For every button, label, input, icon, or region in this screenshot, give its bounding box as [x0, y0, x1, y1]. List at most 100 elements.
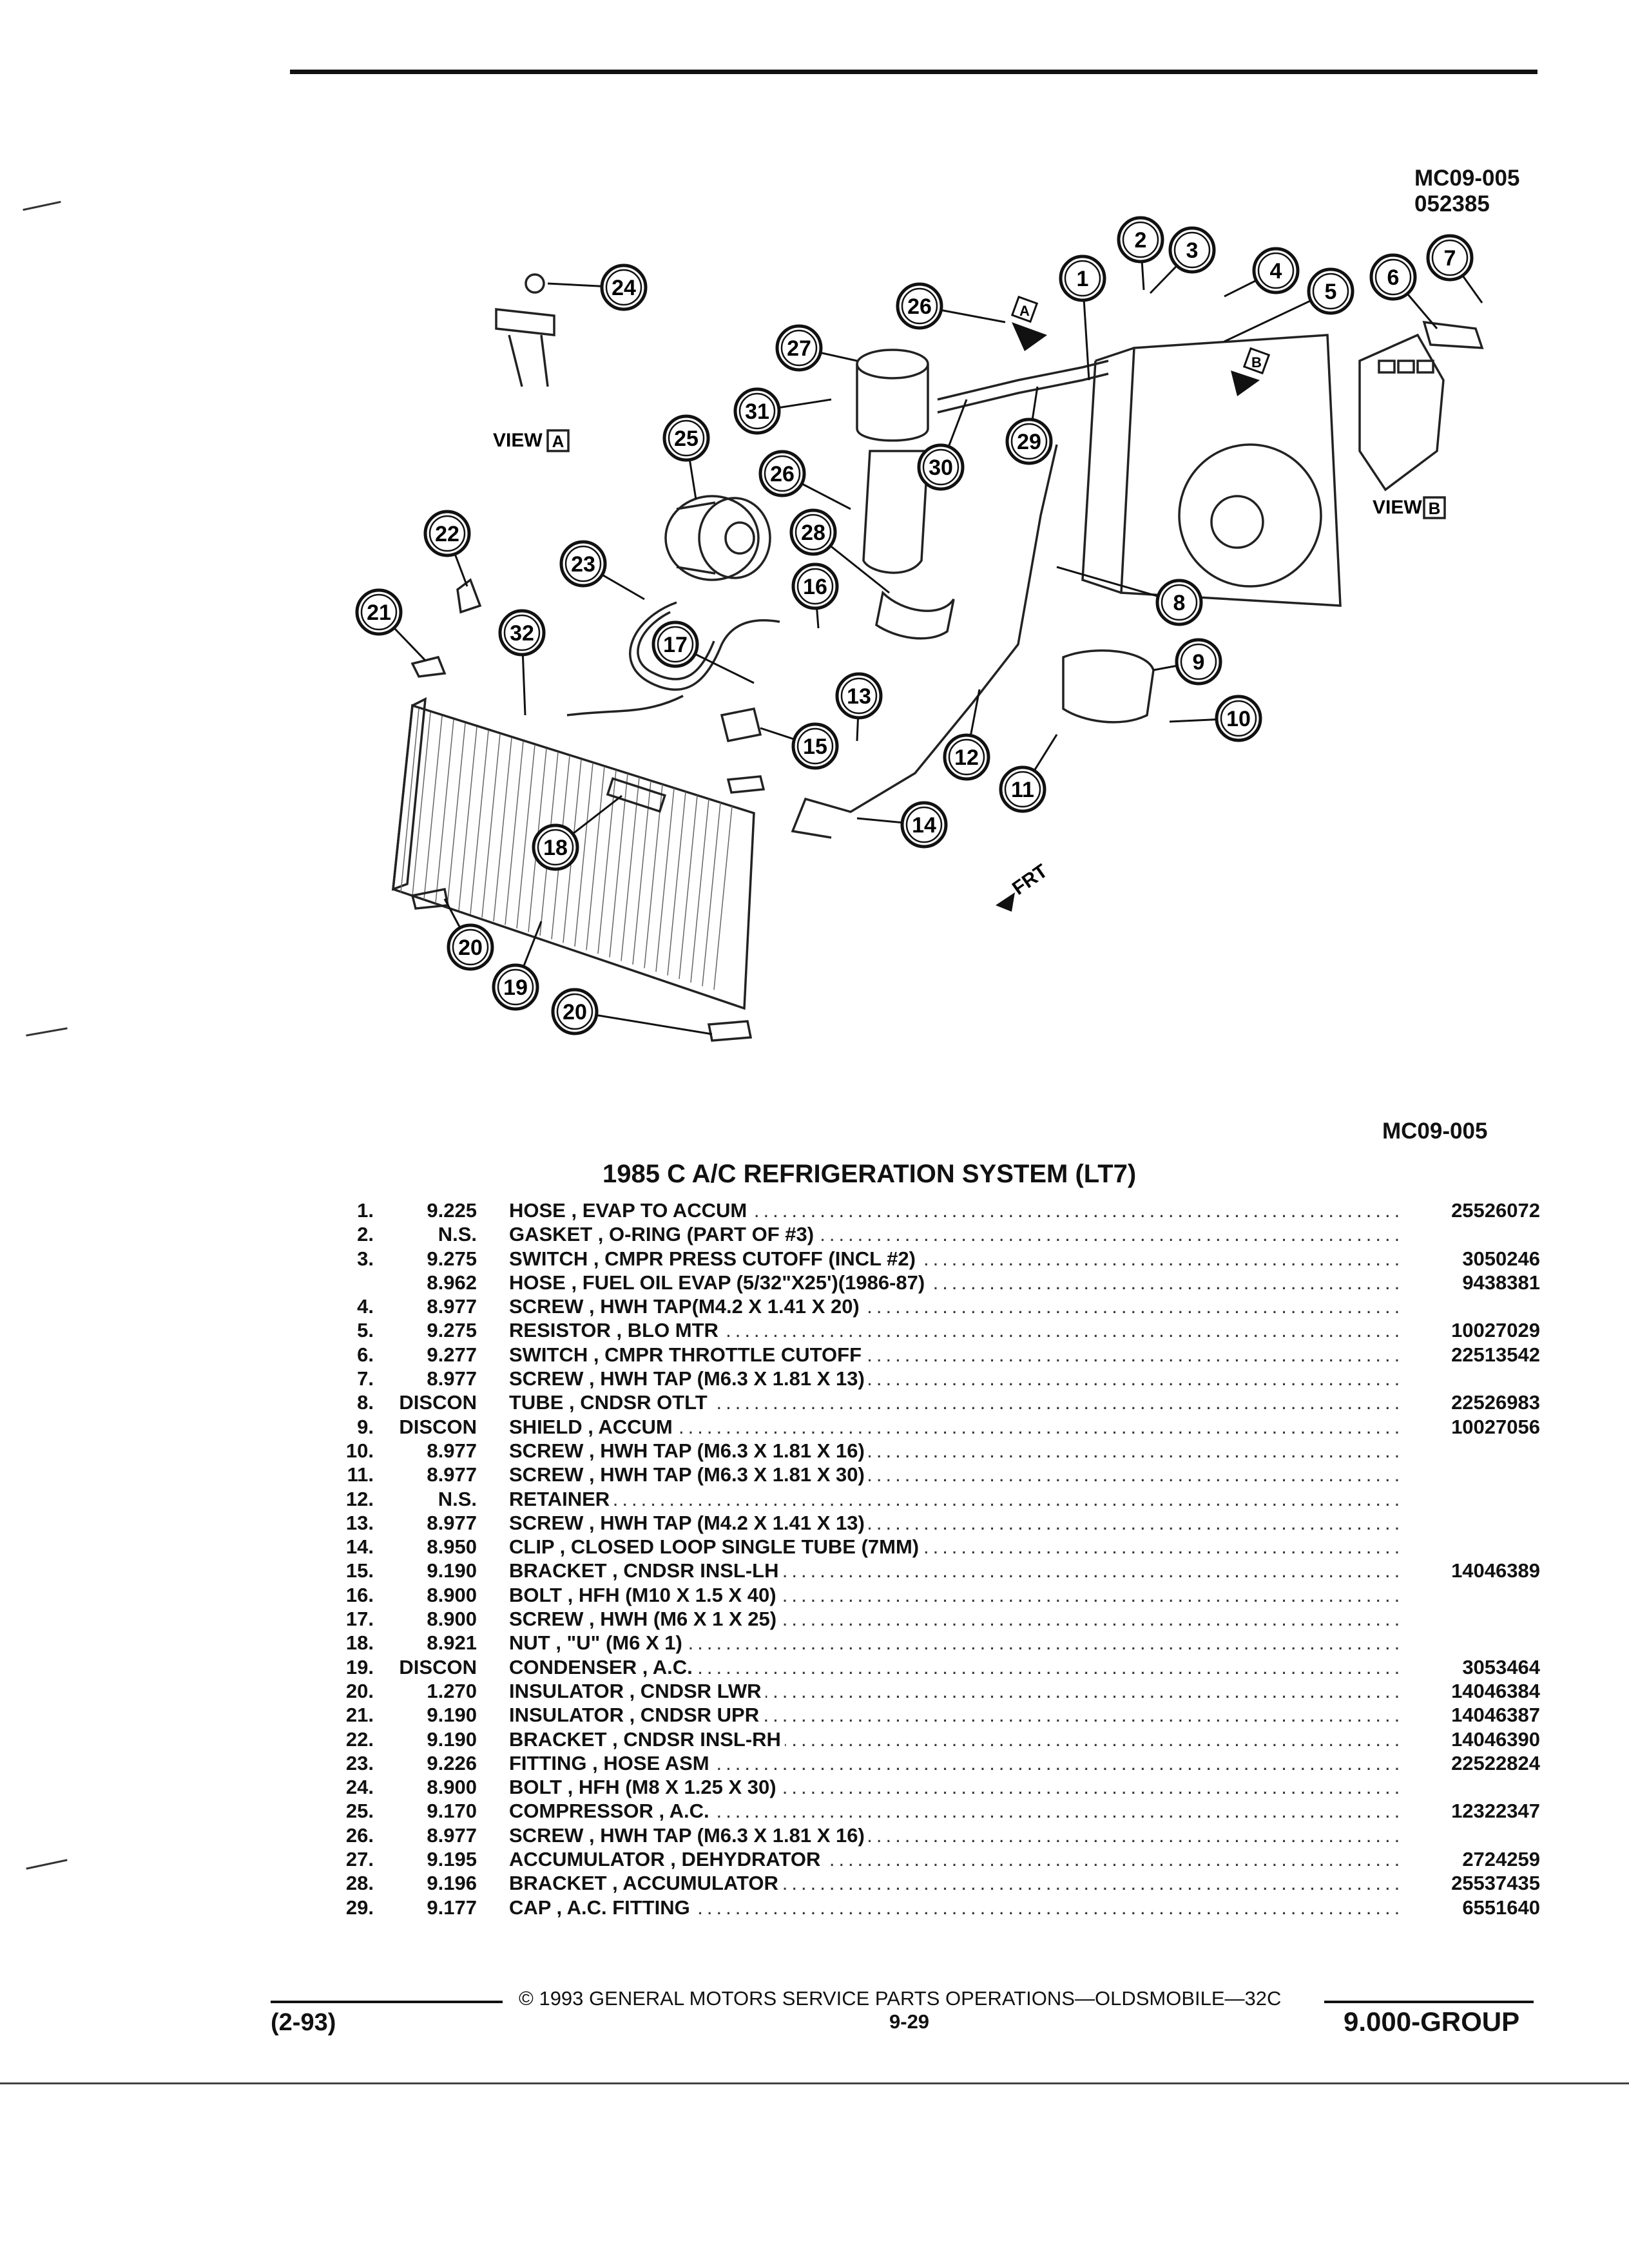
condenser-outlet-tube-illustration [791, 444, 1058, 839]
callout-30: 30 [917, 443, 965, 491]
parts-row: 5.9.275.................................… [296, 1318, 1540, 1342]
callout-number: 21 [367, 601, 391, 625]
parts-row: 21.9.190................................… [296, 1703, 1540, 1727]
parts-row: 23.9.226................................… [296, 1751, 1540, 1775]
item-description: ........................................… [509, 1872, 1398, 1895]
group-number: 9.226 [427, 1751, 477, 1774]
item-description: ........................................… [509, 1295, 1398, 1318]
callout-number: 13 [847, 684, 871, 709]
callout-24: 24 [600, 264, 648, 311]
item-description: ........................................… [509, 1704, 1398, 1727]
item-description-text: COMPRESSOR , A.C. [509, 1800, 713, 1823]
callout-20: 20 [551, 988, 599, 1035]
callout-circle [492, 963, 539, 1011]
group-number: 9.225 [427, 1199, 477, 1222]
callout-circle [600, 264, 648, 311]
part-number: 22513542 [1451, 1343, 1540, 1366]
item-number: 24. [345, 1776, 374, 1799]
item-description-text: SCREW , HWH TAP (M6.3 X 1.81 X 13) [509, 1367, 869, 1390]
margin-mark-3 [26, 1859, 68, 1870]
group-number: 8.921 [427, 1631, 477, 1655]
parts-row: 6.9.277.................................… [296, 1343, 1540, 1367]
callout-number: 20 [563, 1000, 587, 1024]
callout-9: 9 [1175, 638, 1222, 686]
callout-27: 27 [775, 324, 823, 372]
callout-number: 15 [803, 735, 827, 759]
callout-18: 18 [532, 823, 579, 871]
item-description: ........................................… [509, 1800, 1398, 1823]
callout-inner-ring [1064, 260, 1101, 297]
item-description-text: TUBE , CNDSR OTLT [509, 1391, 711, 1414]
callout-8: 8 [1155, 579, 1203, 626]
parts-row: 20.1.270................................… [296, 1679, 1540, 1703]
callout-12: 12 [943, 733, 990, 781]
item-description-text: SCREW , HWH TAP (M6.3 X 1.81 X 16) [509, 1439, 869, 1462]
item-description-text: SWITCH , CMPR THROTTLE CUTOFF [509, 1343, 866, 1366]
condenser-fin-line [597, 770, 617, 954]
callout-17: 17 [651, 620, 699, 668]
callout-number: 27 [787, 336, 811, 361]
callout-inner-ring [1004, 771, 1041, 808]
condenser-fin-line [493, 737, 512, 921]
table-ref-code: MC09-005 [1382, 1119, 1488, 1144]
view-a-arrow-icon: A [1010, 295, 1047, 351]
condenser-fin-line [574, 762, 593, 947]
view-a-letter: A [552, 432, 564, 451]
callout-circle [917, 443, 965, 491]
view-b-illustration [1358, 320, 1484, 492]
condenser-fin-line [679, 795, 698, 979]
callout-circle [733, 387, 781, 435]
item-description: ........................................… [509, 1823, 1398, 1847]
front-arrow-icon [996, 892, 1015, 912]
item-description: ........................................… [509, 1319, 1398, 1342]
item-description-text: ACCUMULATOR , DEHYDRATOR [509, 1848, 825, 1871]
item-description: ........................................… [509, 1608, 1398, 1631]
item-description-text: CLIP , CLOSED LOOP SINGLE TUBE (7MM) [509, 1535, 923, 1559]
item-number: 28. [345, 1872, 374, 1895]
item-number: 11. [347, 1463, 374, 1486]
item-description: ........................................… [509, 1415, 1398, 1438]
item-number: 16. [345, 1583, 374, 1606]
parts-row: 8.DISCON................................… [296, 1390, 1540, 1414]
callout-circle [1117, 216, 1164, 264]
part-number: 10027029 [1451, 1319, 1540, 1342]
group-number: 8.977 [427, 1367, 477, 1390]
parts-row: 12.N.S..................................… [296, 1487, 1540, 1511]
callout-29: 29 [1005, 418, 1053, 465]
group-number: 8.977 [427, 1511, 477, 1534]
condenser-fin-line [690, 798, 709, 983]
condenser-fin-line [435, 719, 454, 903]
part-number: 6551640 [1462, 1896, 1540, 1919]
callout-26: 26 [896, 282, 943, 330]
callout-number: 3 [1186, 238, 1199, 263]
callout-inner-ring [657, 626, 694, 663]
callout-circle [1155, 579, 1203, 626]
item-description-text: CONDENSER , A.C. [509, 1655, 697, 1678]
item-description-text: SCREW , HWH TAP (M4.2 X 1.41 X 13) [509, 1511, 869, 1534]
group-number: DISCON [399, 1655, 477, 1678]
callout-26: 26 [758, 450, 806, 497]
condenser-fin-line [400, 708, 419, 893]
callout-number: 19 [503, 975, 528, 1000]
callout-circle [791, 722, 839, 770]
parts-row: 18.8.921................................… [296, 1631, 1540, 1655]
callout-number: 20 [458, 936, 483, 960]
parts-row: 29.9.177................................… [296, 1896, 1540, 1919]
callout-circle [789, 508, 837, 556]
blower-housing-illustration [1081, 334, 1342, 607]
group-number: 9.277 [427, 1343, 477, 1366]
callout-11: 11 [999, 765, 1046, 813]
condenser-fin-line [655, 788, 675, 972]
callout-number: 32 [510, 621, 534, 646]
condenser-fin-line [621, 777, 640, 961]
condenser-fin-line [667, 791, 686, 975]
callout-circle [423, 510, 471, 557]
group-number: 9.177 [427, 1896, 477, 1919]
callout-circle [1252, 247, 1300, 294]
callout-inner-ring [796, 568, 834, 605]
callout-inner-ring [764, 455, 801, 492]
parts-list: 1.9.225.................................… [296, 1198, 1540, 1919]
callout-15: 15 [791, 722, 839, 770]
item-description: ........................................… [509, 1655, 1398, 1678]
part-number: 22526983 [1451, 1391, 1540, 1414]
